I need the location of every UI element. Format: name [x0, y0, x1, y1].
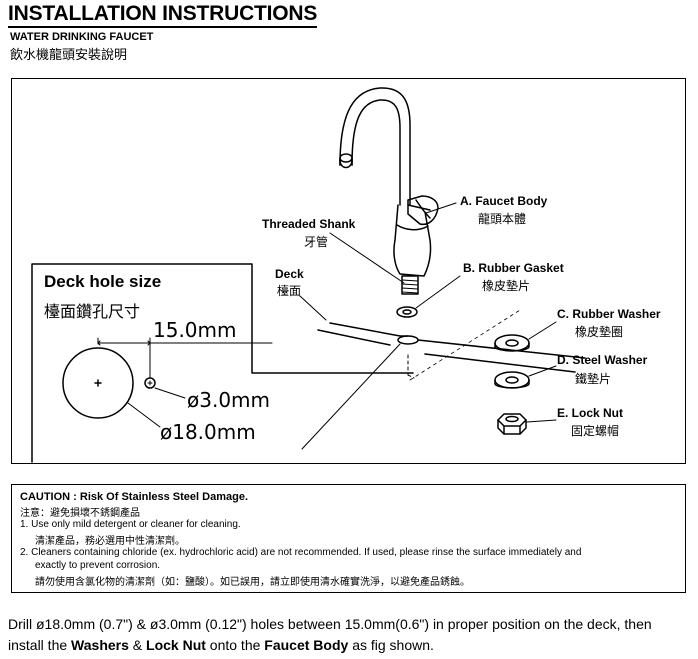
instruction-faucet-body: Faucet Body — [264, 637, 349, 653]
faucet-body-label: A. Faucet Body — [460, 194, 548, 208]
steel-washer-label: D. Steel Washer — [557, 353, 648, 367]
faucet-body-shape — [393, 204, 432, 277]
rubber-gasket-label: B. Rubber Gasket — [463, 261, 564, 275]
instruction-lock-nut: Lock Nut — [146, 637, 206, 653]
small-dia-leader — [154, 387, 186, 399]
caution-item-2-cont: exactly to prevent corrosion. — [35, 560, 161, 571]
threaded-shank-label-zh: 牙管 — [304, 235, 329, 249]
caution-item-2: 2. Cleaners containing chloride (ex. hyd… — [20, 547, 582, 558]
rubber-washer-label: C. Rubber Washer — [557, 307, 661, 321]
lock-nut-label: E. Lock Nut — [557, 406, 624, 420]
deck-label: Deck — [275, 267, 304, 281]
page-title: INSTALLATION INSTRUCTIONS — [8, 2, 317, 28]
deck-hole-title-zh: 檯面鑽孔尺寸 — [44, 304, 141, 321]
instruction-washers: Washers — [71, 637, 129, 653]
large-hole-circle — [62, 347, 134, 419]
deck-label-zh: 檯面 — [277, 284, 302, 298]
faucet-spout — [339, 87, 411, 206]
caution-item-2-zh: 請勿使用含氯化物的清潔劑（如：鹽酸）。如已誤用，請立即使用清水確實洗淨，以避免產… — [35, 577, 470, 588]
caution-item-1: 1. Use only mild detergent or cleaner fo… — [20, 519, 241, 530]
instruction-text: & — [128, 637, 147, 653]
deck-leader — [299, 295, 327, 321]
instruction-text: onto the — [205, 637, 265, 653]
washer-leader — [528, 321, 557, 340]
threaded-shank-label: Threaded Shank — [262, 217, 356, 231]
rubber-gasket-label-zh: 橡皮墊片 — [482, 279, 531, 293]
caution-heading: CAUTION : Risk Of Stainless Steel Damage… — [20, 491, 249, 503]
small-dia-label: ø3.0mm — [187, 388, 271, 412]
gasket-leader — [415, 275, 461, 309]
faucet-lever — [407, 195, 439, 226]
rubber-gasket — [396, 306, 418, 318]
product-subtitle-zh: 飲水機龍頭安裝說明 — [10, 47, 128, 62]
faucet-body-leader — [425, 202, 457, 214]
spacing-dimension-line — [97, 337, 151, 379]
steel-leader — [528, 365, 557, 377]
steel-washer-label-zh: 鐵墊片 — [575, 372, 612, 386]
large-dia-leader — [127, 402, 161, 428]
deck-hole-title: Deck hole size — [44, 272, 162, 291]
faucet-body-label-zh: 龍頭本體 — [478, 212, 527, 226]
install-instruction: Drill ø18.0mm (0.7") & ø3.0mm (0.12") ho… — [8, 614, 688, 656]
product-subtitle: WATER DRINKING FAUCET — [10, 31, 154, 43]
caution-box — [11, 484, 686, 593]
diagram-frame — [11, 78, 686, 464]
instruction-text: ø18.0mm (0.7") & ø3.0mm (0.12") holes be… — [8, 616, 652, 653]
steel-washer — [494, 371, 530, 389]
lock-nut-label-zh: 固定螺帽 — [571, 424, 620, 438]
nut-leader — [526, 419, 557, 423]
spacing-label: 15.0mm — [153, 318, 237, 342]
threaded-shank-leader — [329, 232, 405, 284]
rubber-washer — [494, 334, 530, 352]
instruction-text: as fig shown. — [348, 637, 434, 653]
deck-hole-panel — [31, 263, 414, 463]
large-dia-label: ø18.0mm — [160, 420, 256, 444]
instruction-text: Drill — [8, 616, 36, 632]
caution-heading-zh: 注意：避免損壞不銹鋼產品 — [20, 508, 140, 519]
rubber-washer-label-zh: 橡皮墊圈 — [575, 325, 624, 339]
caution-item-1-zh: 清潔產品，務必選用中性清潔劑。 — [35, 536, 185, 547]
